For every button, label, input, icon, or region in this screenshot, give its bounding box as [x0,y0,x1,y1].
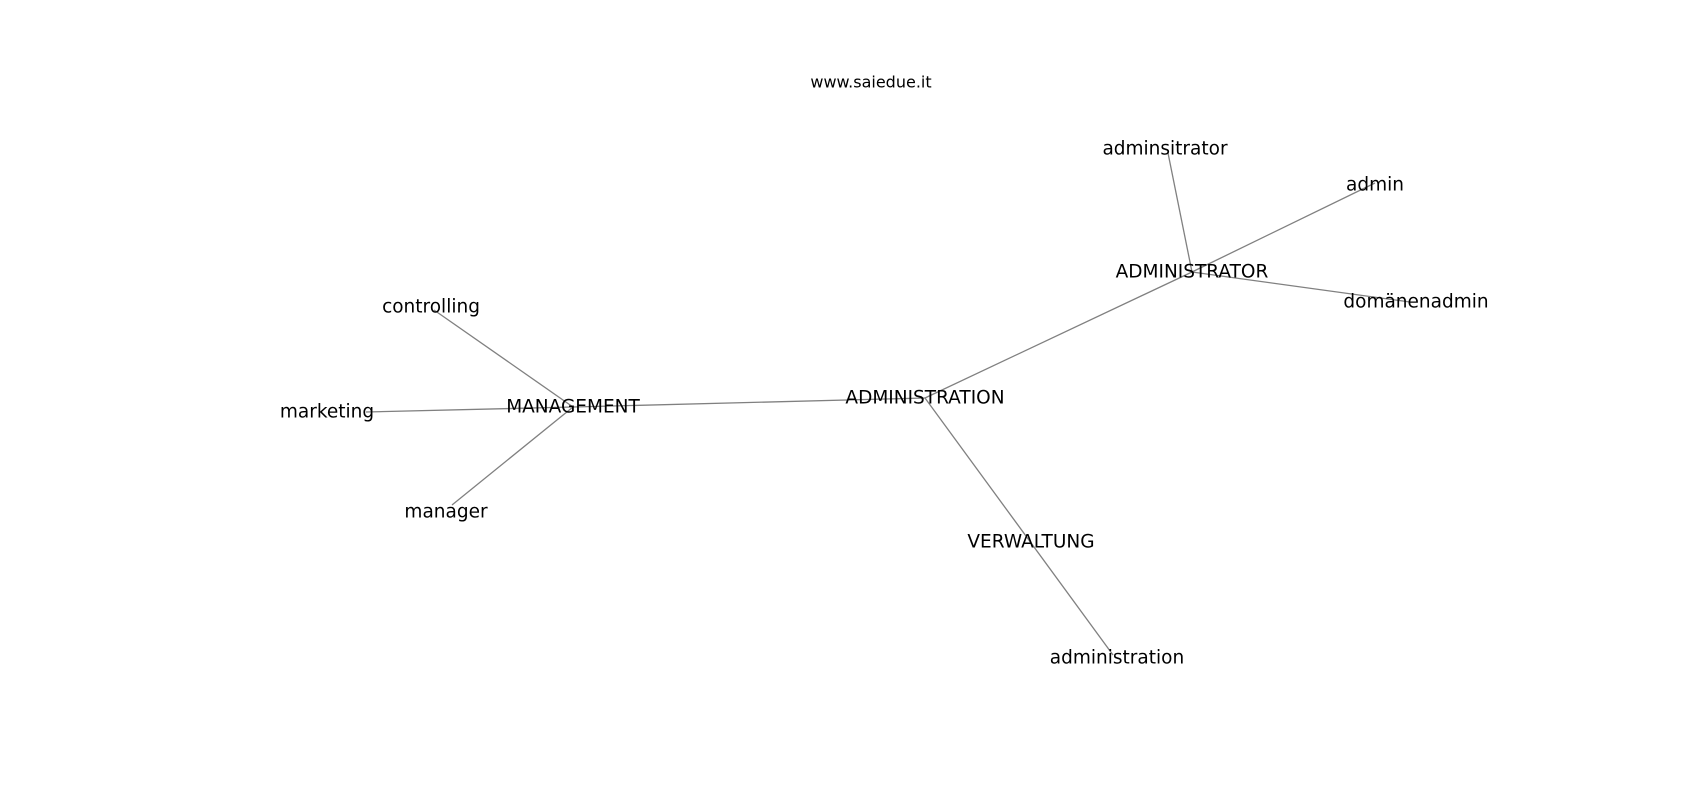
node-domanenadmin: domänenadmin [1343,292,1488,313]
edges-layer [365,152,1411,656]
edge-administrator-hub-domanenadmin [1191,271,1411,303]
edge-management-hub-manager [451,406,574,506]
site-label: www.saiedue.it [810,73,931,92]
node-administration-hub: ADMINISTRATION [845,388,1004,409]
node-admin: admin [1346,175,1404,196]
node-administration-leaf: administration [1050,648,1184,669]
node-administrator-hub: ADMINISTRATOR [1116,262,1269,283]
node-verwaltung: VERWALTUNG [967,532,1094,553]
edge-administration-hub-administration-leaf [924,397,1114,656]
node-marketing: marketing [280,402,374,423]
node-adminsitrator: adminsitrator [1102,139,1228,160]
node-manager: manager [404,502,488,523]
edge-administrator-hub-admin [1191,182,1376,273]
edge-management-hub-controlling [433,309,574,408]
node-controlling: controlling [382,297,480,318]
edge-administrator-hub-adminsitrator [1167,152,1193,273]
node-management-hub: MANAGEMENT [506,397,640,418]
edge-administration-hub-management-hub [572,397,926,408]
edge-management-hub-marketing [365,406,574,413]
edge-administration-hub-administrator-hub [924,271,1193,399]
nodes-layer: ADMINISTRATION ADMINISTRATOR MANAGEMENT VER… [280,139,1489,669]
